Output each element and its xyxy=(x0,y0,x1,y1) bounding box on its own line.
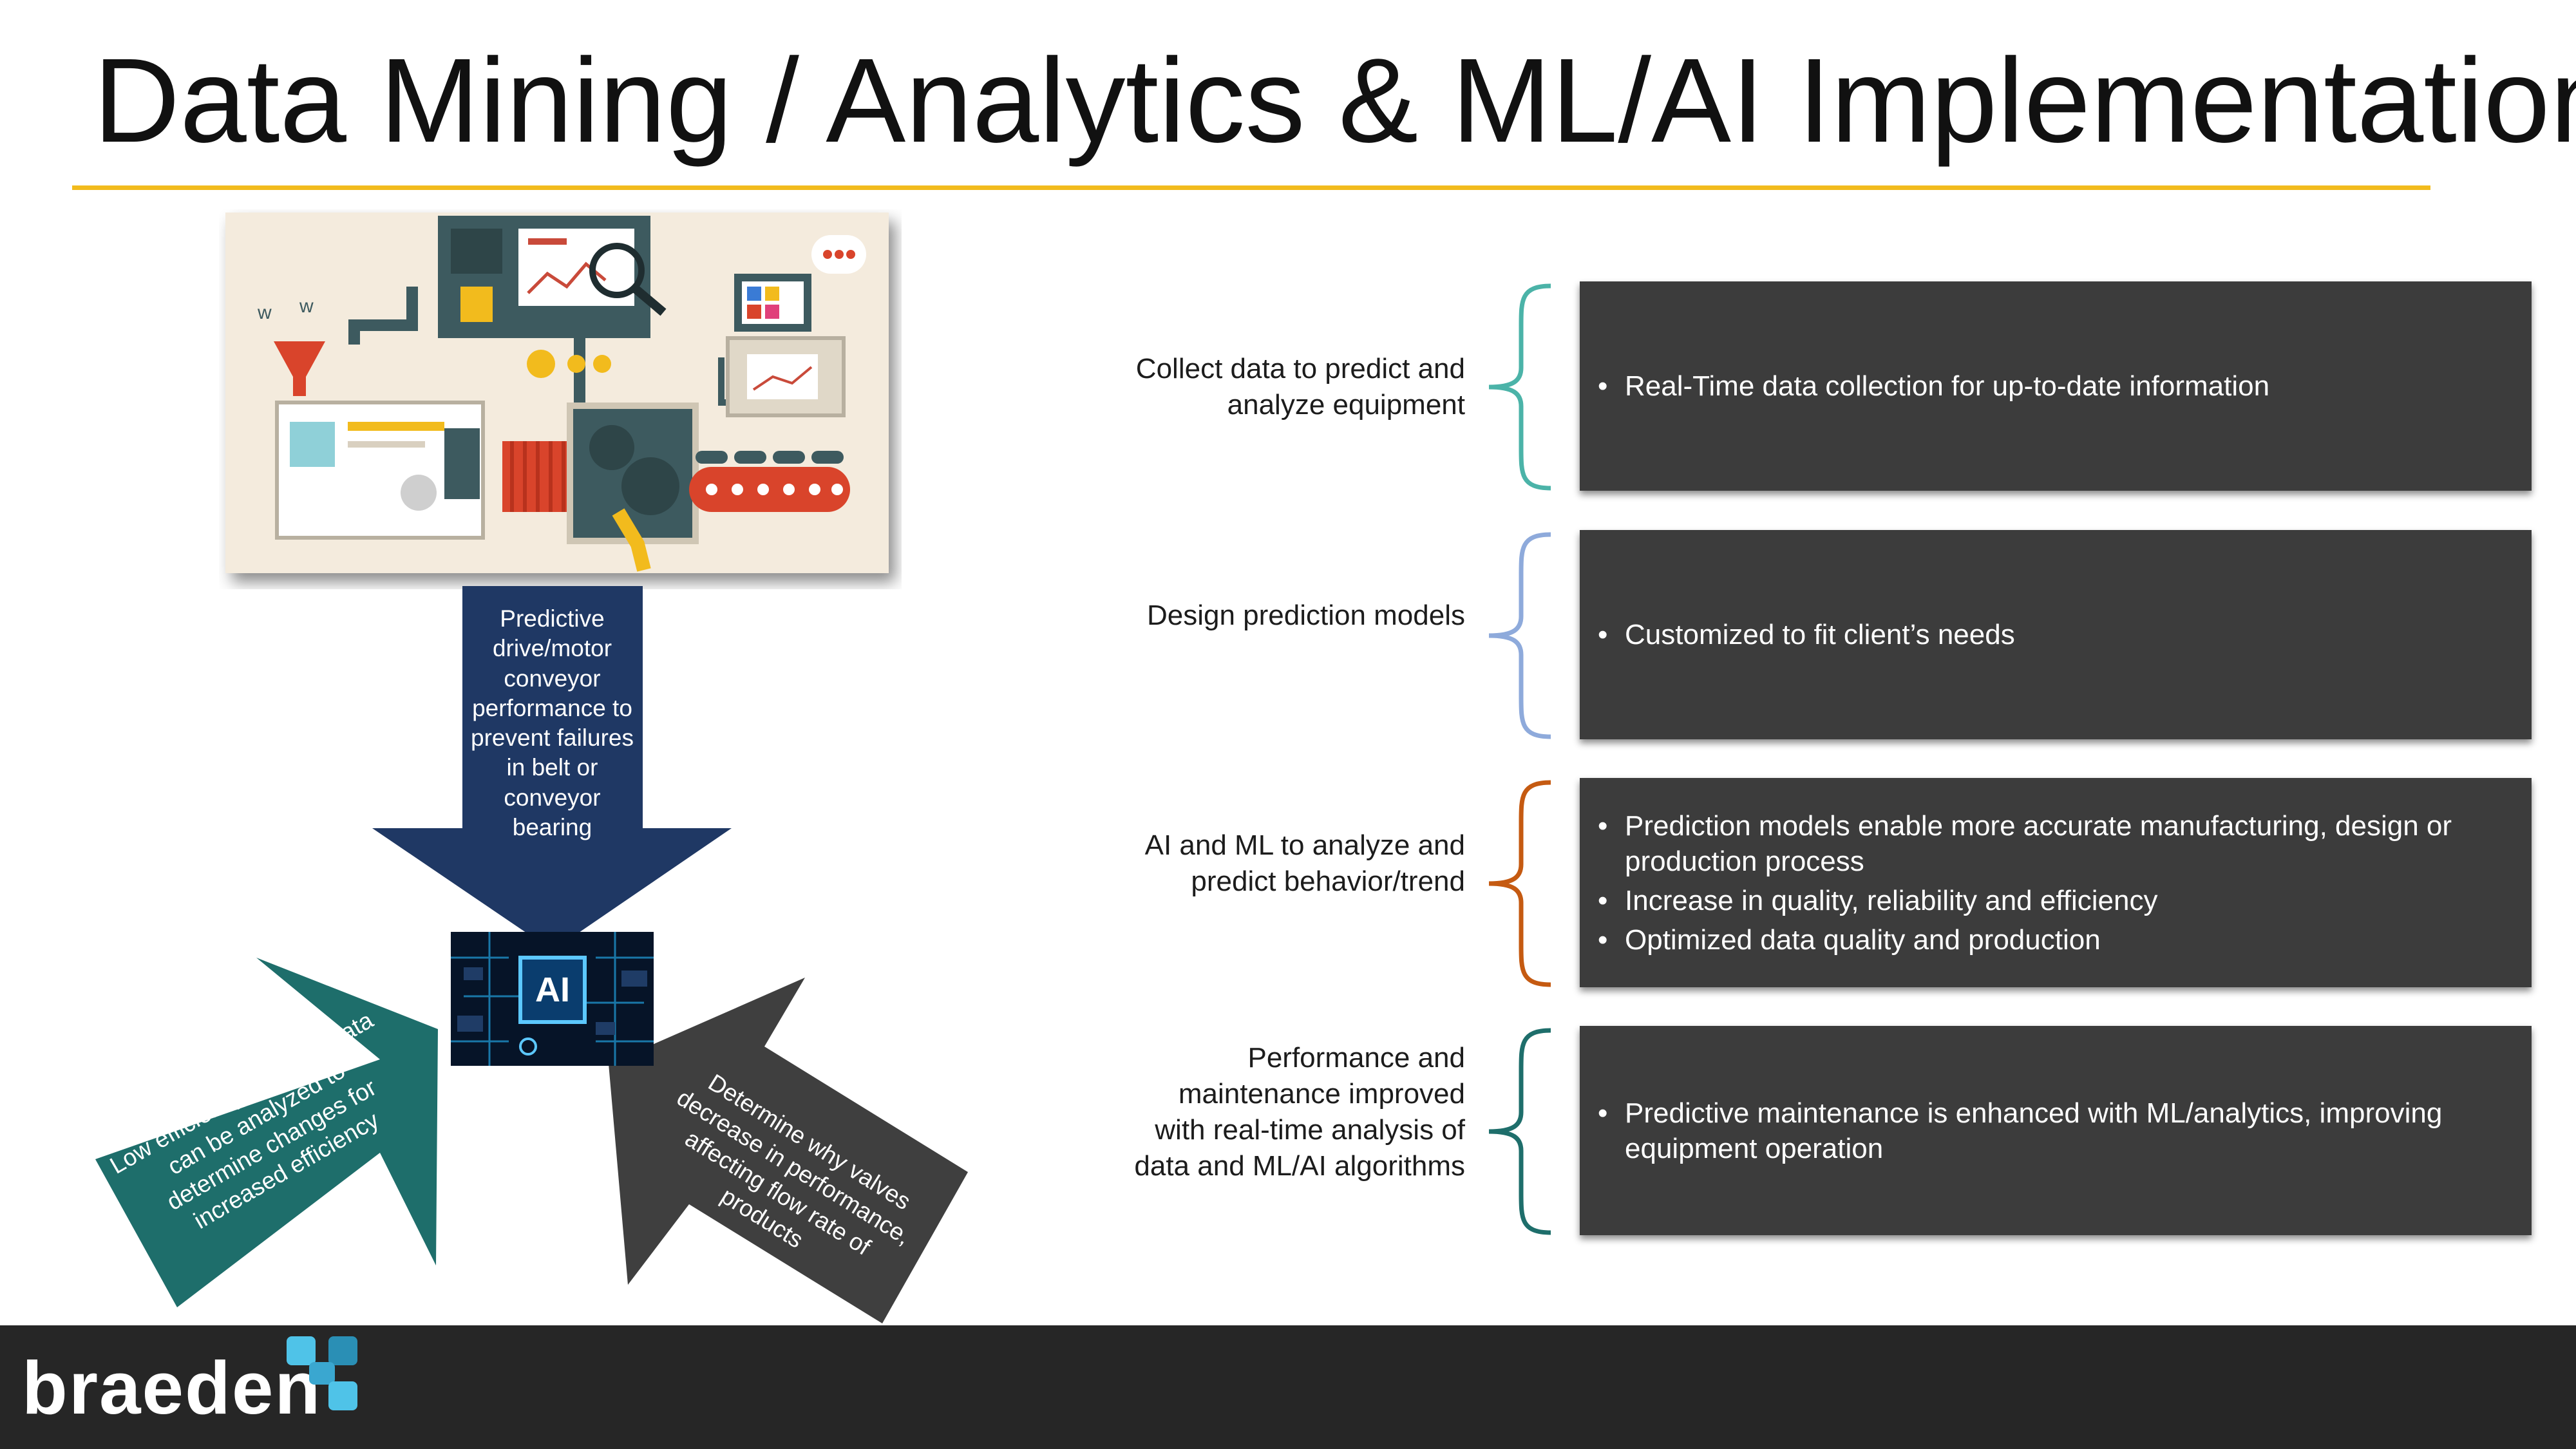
braeden-logo: braeden xyxy=(22,1346,322,1430)
braeden-logo-mark-icon xyxy=(287,1336,357,1410)
bullet-item: Predictive maintenance is enhanced with … xyxy=(1598,1095,2493,1166)
svg-text:w: w xyxy=(299,296,314,317)
down-arrow-text: Predictive drive/motor conveyor performa… xyxy=(471,605,634,840)
brace-2 xyxy=(1488,532,1551,739)
left-arrow xyxy=(95,958,438,1307)
brace-3 xyxy=(1488,780,1551,987)
bullet-item: Prediction models enable more accurate m… xyxy=(1598,808,2493,879)
row-label-design: Design prediction models xyxy=(1146,600,1465,631)
ai-chip-icon: AI xyxy=(451,932,654,1066)
bullet-item: Real-Time data collection for up-to-date… xyxy=(1598,368,2493,404)
right-arrow xyxy=(609,978,968,1323)
svg-text:AI: AI xyxy=(535,971,570,1009)
bullet-item: Customized to fit client’s needs xyxy=(1598,617,2493,652)
factory-machine-illustration: w w xyxy=(225,213,889,573)
page-title: Data Mining / Analytics & ML/AI Implemen… xyxy=(93,34,2576,167)
footer-bar xyxy=(0,1325,2576,1449)
bullet-box-2: Customized to fit client’s needs xyxy=(1580,530,2532,739)
bullet-item: Increase in quality, reliability and eff… xyxy=(1598,883,2493,918)
down-arrow xyxy=(372,586,732,951)
row-label-collect: Collect data to predict and analyze equi… xyxy=(1135,353,1465,421)
bullet-item: Optimized data quality and production xyxy=(1598,922,2493,958)
bullet-box-3: Prediction models enable more accurate m… xyxy=(1580,778,2532,987)
title-underline xyxy=(72,185,2430,190)
brace-4 xyxy=(1488,1028,1551,1235)
row-label-ai-ml: AI and ML to analyze and predict behavio… xyxy=(1144,829,1465,897)
row-label-performance: Performance and maintenance improved wit… xyxy=(1134,1042,1465,1182)
bullet-box-4: Predictive maintenance is enhanced with … xyxy=(1580,1026,2532,1235)
bullet-box-1: Real-Time data collection for up-to-date… xyxy=(1580,281,2532,491)
brace-1 xyxy=(1488,283,1551,491)
svg-text:w: w xyxy=(257,302,272,323)
